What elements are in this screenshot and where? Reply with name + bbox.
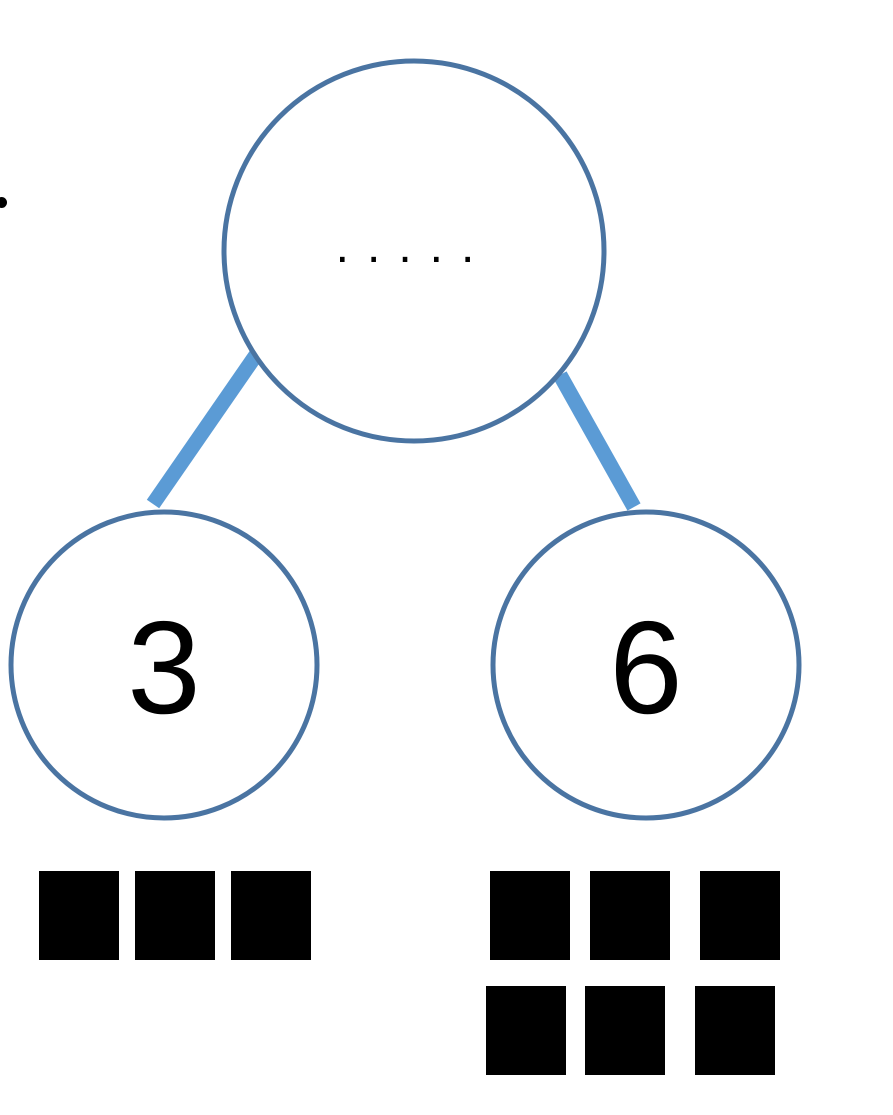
counting-block: [490, 871, 570, 960]
whole-circle: [221, 58, 607, 444]
counting-block: [585, 986, 665, 1075]
right-part-label: 6: [609, 594, 682, 741]
right-connector: [553, 371, 641, 511]
stray-dot: [0, 197, 7, 208]
left-part-circle: [8, 509, 320, 821]
right-part-blocks: [486, 871, 780, 1075]
counting-block: [39, 871, 119, 960]
counting-block: [231, 871, 311, 960]
whole-label: .....: [336, 220, 493, 273]
left-connector: [146, 350, 263, 509]
counting-block: [135, 871, 215, 960]
counting-block: [486, 986, 566, 1075]
counting-block: [590, 871, 670, 960]
counting-block: [695, 986, 775, 1075]
right-part-circle: [490, 509, 802, 821]
left-part-blocks: [39, 871, 311, 960]
left-part-label: 3: [127, 594, 200, 741]
counting-block: [700, 871, 780, 960]
